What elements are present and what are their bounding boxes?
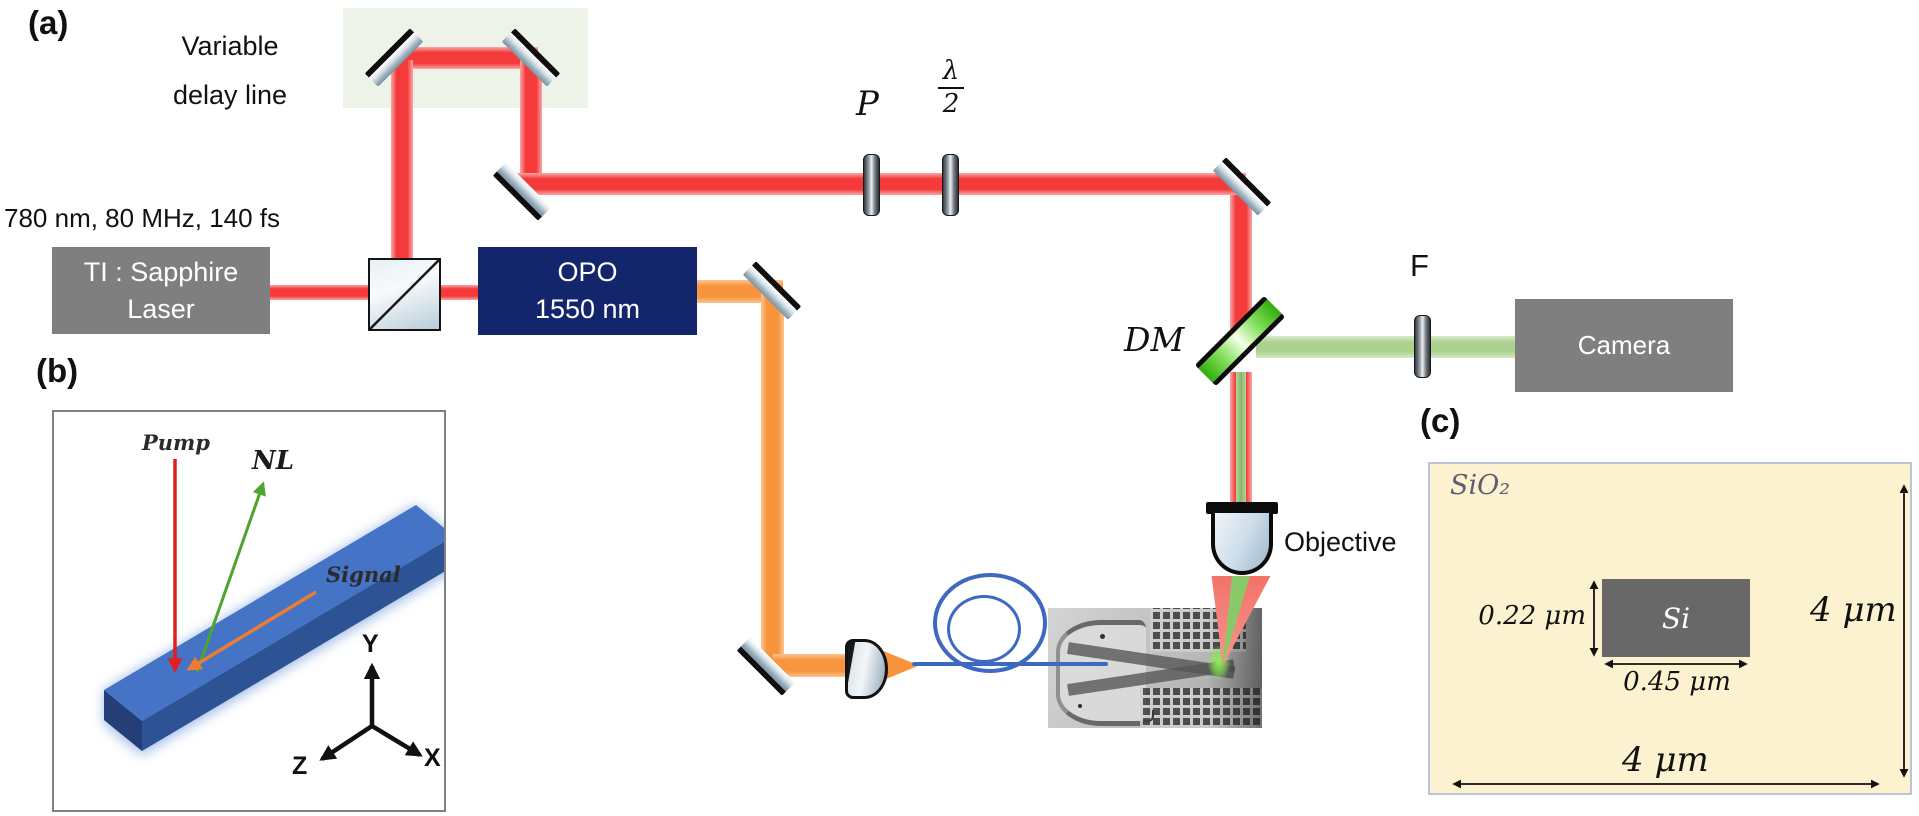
opo-box: OPO 1550 nm (478, 247, 697, 335)
signal-arrow (186, 590, 317, 671)
half-wave-plate-label: λ 2 (933, 56, 969, 119)
ti-sapphire-laser-line1: TI : Sapphire (83, 256, 239, 287)
panel-a-label: (a) (28, 4, 69, 41)
filter-label: F (1410, 248, 1429, 283)
dichroic-mirror-label: DM (1124, 320, 1185, 359)
waveguide-inset-box: Pump NL Signal Y Z X (52, 410, 446, 812)
variable-delay-line-label-line2: delay line (172, 80, 288, 110)
combined-beam-vertical (1230, 372, 1252, 508)
nl-arrow (195, 481, 266, 673)
core-width-label: 0.45 μm (1623, 667, 1731, 697)
pump-beam-vertical-right (520, 60, 542, 190)
cross-section-inset-box: SiO₂ Si 0.22 μm 0.45 μm 4 μm 4 μm (1428, 462, 1912, 795)
focus-cone (1206, 576, 1276, 666)
opo-box-line1: OPO (557, 257, 618, 287)
cross-section-arrows (1452, 484, 1909, 789)
silicon-core-rect: Si (1602, 579, 1750, 657)
box-width-label: 4 μm (1622, 740, 1709, 780)
nl-label: NL (252, 446, 295, 476)
opo-beam-vertical (761, 293, 784, 667)
substrate-label: SiO₂ (1450, 470, 1511, 501)
pump-label: Pump (142, 430, 210, 455)
camera-box: Camera (1515, 299, 1733, 392)
core-height-label: 0.22 μm (1478, 601, 1586, 631)
variable-delay-line-label-line1: Variable (181, 31, 279, 61)
axis-y-label: Y (362, 630, 379, 658)
beam-splitter-diagonal (370, 260, 439, 329)
sample-speck (1100, 634, 1105, 639)
signal-label: Signal (326, 562, 401, 587)
variable-delay-line-label: Variable delay line (120, 22, 340, 120)
beam-splitter-icon (368, 258, 441, 331)
fiber-coil-outer-icon (933, 573, 1047, 673)
pump-beam-delay-horizontal (390, 47, 538, 69)
sample-speck (1144, 710, 1154, 722)
camera-box-label: Camera (1577, 330, 1671, 360)
axis-z-arrow (319, 724, 374, 761)
sample-speck (1078, 704, 1082, 708)
shg-beam-to-camera (1256, 336, 1517, 358)
ti-sapphire-laser-box: TI : Sapphire Laser (52, 247, 270, 334)
coupling-lens-icon (845, 639, 888, 699)
waveguide-end-face (104, 690, 142, 751)
silicon-core-label: Si (1661, 601, 1691, 635)
polarizer-label: P (856, 84, 879, 124)
panel-b-label: (b) (36, 352, 79, 389)
filter-icon (1414, 315, 1431, 378)
waveguide-inset-drawing (104, 459, 444, 761)
half-wave-denominator: 2 (942, 89, 960, 119)
pump-beam-vertical-left (391, 60, 413, 298)
polarizer-icon (863, 154, 880, 216)
axis-x-label: X (424, 744, 441, 772)
fiber-coil-inner-icon (947, 595, 1021, 663)
waveguide-front-face (142, 541, 444, 751)
laser-specs-label: 780 nm, 80 MHz, 140 fs (4, 203, 281, 233)
half-wave-numerator: λ (942, 56, 960, 86)
objective-cap-icon (1206, 502, 1278, 514)
objective-icon (1211, 513, 1273, 575)
box-height-label: 4 μm (1810, 590, 1897, 630)
pump-beam-to-dichroic (1230, 195, 1252, 347)
opo-beam-horizontal-bottom (773, 654, 855, 677)
shg-beam-core (1236, 372, 1246, 508)
opo-box-line2: 1550 nm (534, 294, 641, 324)
objective-label: Objective (1284, 527, 1397, 557)
half-wave-plate-icon (942, 154, 959, 216)
panel-c-label: (c) (1420, 402, 1461, 439)
axis-x-arrow (370, 724, 423, 757)
ti-sapphire-laser-line2: Laser (127, 293, 195, 324)
half-wave-fraction-bar (938, 87, 964, 89)
waveguide-top-face (104, 505, 444, 721)
axis-z-label: Z (292, 752, 308, 780)
